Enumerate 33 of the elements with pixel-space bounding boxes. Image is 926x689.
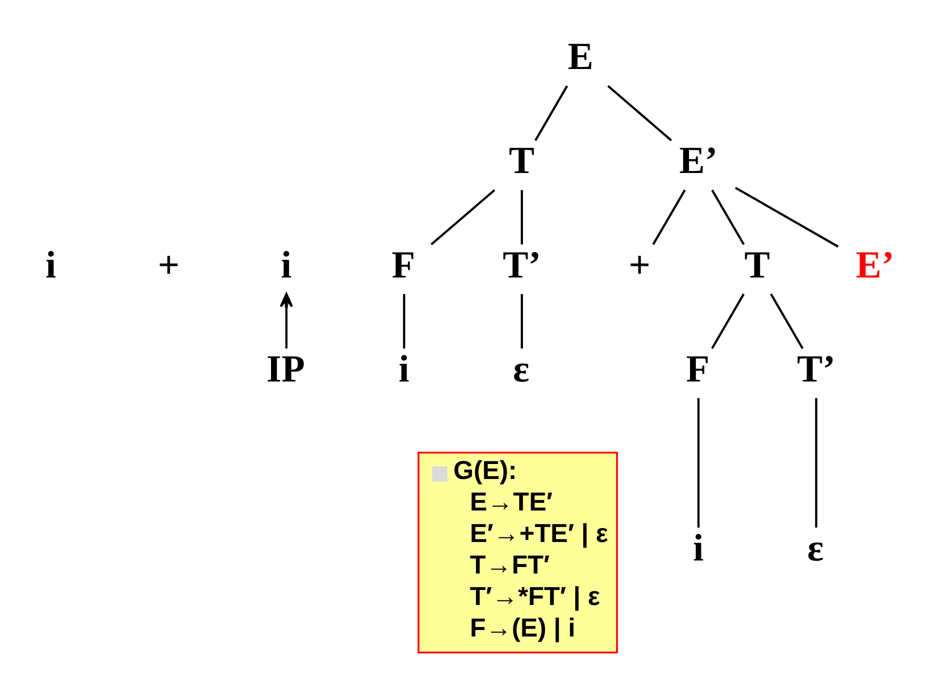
node-text: + [628,244,650,286]
connector [770,294,804,350]
node-text: ε [512,348,530,390]
node-text: E’ [856,244,894,286]
connector [430,189,496,246]
connector [652,189,686,246]
node-text: E’ [679,140,718,182]
node-text: T’ [797,348,836,390]
connector [607,85,672,142]
label: + [158,244,180,286]
node-text: F [392,244,416,286]
arrow [280,292,294,348]
node-text: T [744,244,770,286]
connector [734,186,839,248]
node-text: i [692,528,704,570]
node-box: G(E): E→TE′ E′→+TE′ | ε T→FT′ T′→*FT′ | ε F→(E) | i [418,452,618,654]
node-text: F [686,348,710,390]
label: i [45,244,56,286]
node-text: T [508,140,534,182]
node-text: i [280,244,292,286]
node-text: E [568,36,594,78]
connector [403,294,406,348]
connector [711,294,745,350]
node-text: i [398,348,410,390]
node-text: T’ [502,244,542,286]
connector [697,398,700,528]
node-text: IP [266,348,305,390]
connector [520,294,523,348]
connector [815,398,818,528]
connector [520,190,523,244]
node-text: ε [807,528,824,570]
connector [534,85,568,141]
connector [711,189,745,246]
